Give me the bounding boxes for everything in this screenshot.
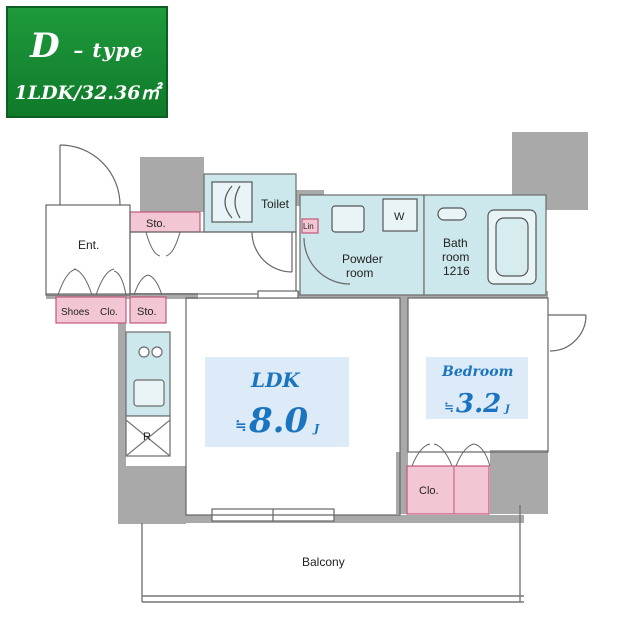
bedroom-label-panel: [426, 357, 528, 419]
bath-label-3: 1216: [443, 264, 470, 278]
washer-label: W: [394, 211, 405, 223]
balcony-outline: [141, 505, 524, 603]
bedroom-size: 3.2: [456, 389, 501, 419]
entrance-door: [59, 144, 121, 206]
bedroom-closet: [406, 465, 490, 515]
floorplan-type-badge: D – type 1LDK/32.36㎡: [6, 6, 168, 118]
type-spec: 1LDK/32.36㎡: [14, 82, 160, 104]
kitchen: [125, 331, 171, 457]
linen: [301, 218, 319, 234]
sto-lower: [129, 296, 167, 324]
bath-label-2: room: [442, 250, 469, 264]
sto-upper-label: Sto.: [146, 218, 166, 230]
balcony-label: Balcony: [302, 555, 345, 569]
hall-outline: [129, 231, 297, 295]
powder-label-1: Powder: [342, 252, 383, 266]
bath-mirror-icon: [437, 207, 467, 221]
refrigerator-label: R: [143, 431, 151, 443]
ldk-size: 8.0: [248, 401, 308, 441]
ldk-label: LDK: [250, 368, 301, 392]
windows: [211, 290, 335, 522]
shoes-label: Shoes: [61, 307, 89, 318]
ldk-unit: J: [312, 422, 320, 435]
stove-burner-icon: [138, 346, 150, 358]
toilet-label: Toilet: [261, 197, 290, 211]
shoes-closet: [55, 296, 127, 324]
washer-box: [382, 198, 418, 232]
bath-label-1: Bath: [443, 236, 468, 250]
storage-areas: [55, 211, 490, 515]
shoes-clo-label: Clo.: [100, 307, 118, 318]
ldk-approx: ≒: [235, 418, 247, 434]
stove-burner-icon: [151, 346, 163, 358]
bedroom-approx: ≒: [444, 400, 454, 414]
lin-label: Lin: [303, 222, 314, 231]
type-title: D – type: [30, 26, 144, 66]
bedroom-outline: [407, 297, 549, 453]
closet-label: Clo.: [419, 485, 439, 497]
walls: [46, 132, 588, 524]
ldk-label-panel: [205, 357, 349, 447]
powder-label-2: room: [346, 266, 373, 280]
bedroom-label: Bedroom: [441, 364, 513, 380]
sto-lower-label: Sto.: [137, 306, 157, 318]
bedroom-unit: J: [503, 404, 511, 415]
toilet-fixture: [211, 181, 253, 223]
sink-icon: [331, 205, 365, 233]
kitchen-sink-icon: [133, 379, 165, 407]
entrance-label: Ent.: [78, 238, 99, 252]
